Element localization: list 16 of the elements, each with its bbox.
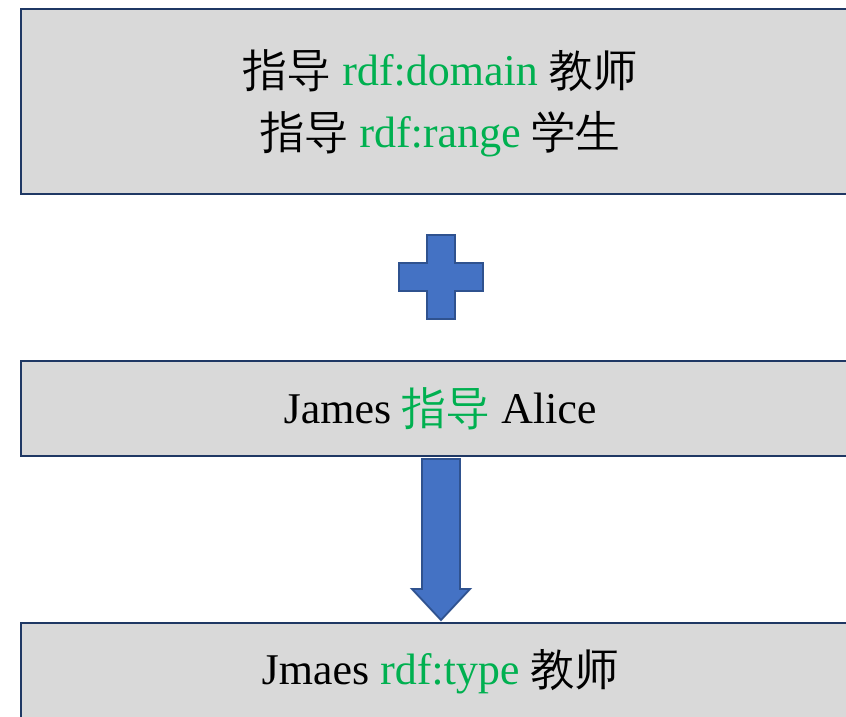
term-text: 教师 bbox=[548, 46, 637, 94]
predicate-text: rdf:type bbox=[380, 644, 520, 694]
term-text: 学生 bbox=[532, 108, 620, 156]
predicate-text: rdf:range bbox=[359, 108, 521, 156]
statement-box bbox=[20, 622, 846, 717]
term-text: James bbox=[284, 384, 392, 432]
term-text: 教师 bbox=[530, 644, 618, 694]
term-text: 指导 bbox=[260, 108, 348, 156]
arrow bbox=[410, 458, 472, 622]
predicate-text: 指导 bbox=[402, 384, 490, 432]
predicate-text: rdf:domain bbox=[342, 46, 538, 94]
statement-box bbox=[20, 360, 846, 457]
statement-box bbox=[20, 8, 846, 195]
term-text: Alice bbox=[501, 384, 596, 432]
term-text: Jmaes bbox=[262, 644, 370, 694]
term-text: 指导 bbox=[243, 46, 332, 94]
